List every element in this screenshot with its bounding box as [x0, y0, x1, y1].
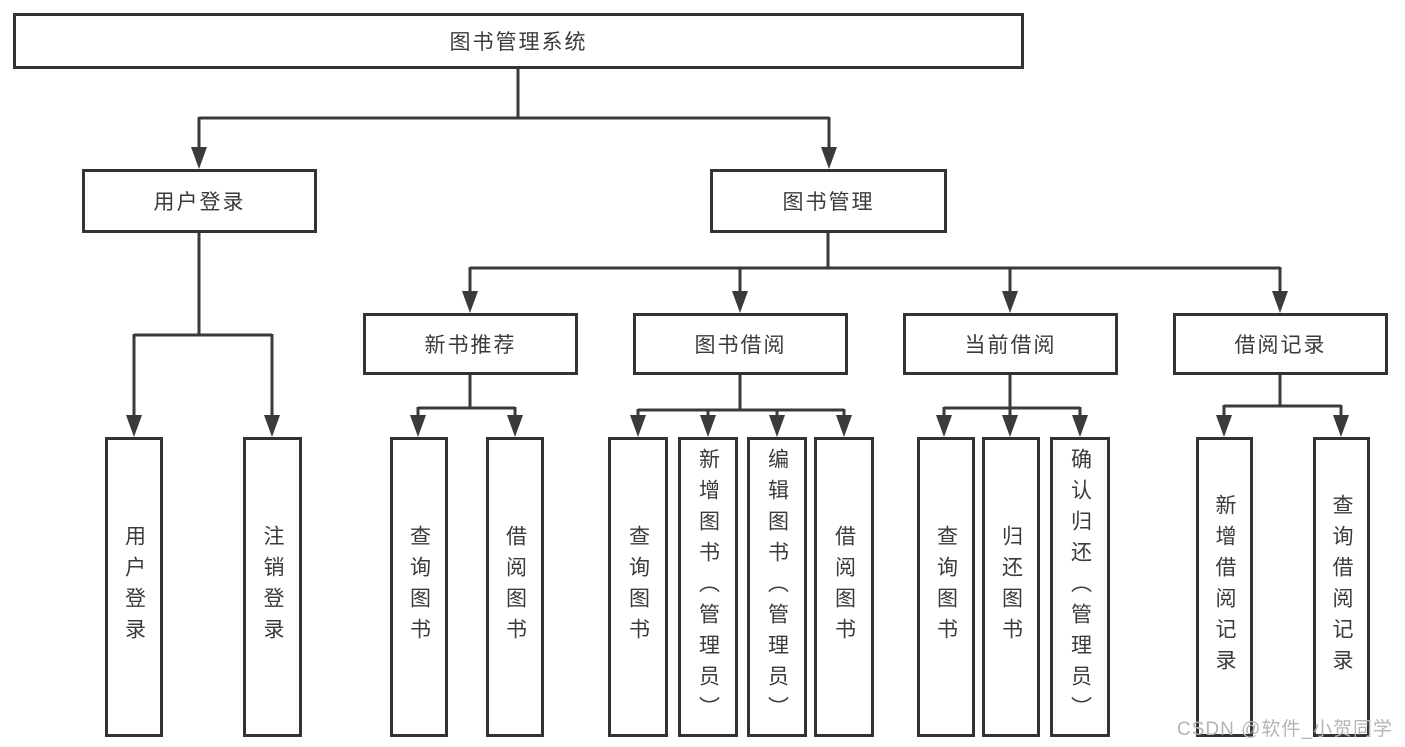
leaf-label: 归还图书 — [999, 525, 1023, 649]
connector-root-to-level2 — [191, 69, 837, 169]
leaf-label: 新增图书（管理员） — [696, 447, 720, 727]
leaf-add-book-admin: 新增图书（管理员） — [678, 437, 738, 737]
connector-borrowing-records-to-leaves — [1216, 375, 1349, 437]
node-borrowing-records: 借阅记录 — [1173, 313, 1388, 375]
connector-new-book-recommendation-to-leaves — [410, 375, 523, 437]
node-label: 当前借阅 — [964, 334, 1057, 357]
leaf-logout: 注销登录 — [243, 437, 302, 737]
leaf-label: 注销登录 — [261, 525, 284, 649]
leaf-label: 用户登录 — [122, 525, 146, 649]
leaf-edit-book-admin: 编辑图书（管理员） — [747, 437, 807, 737]
connector-current-borrowing-to-leaves — [936, 375, 1088, 437]
leaf-label: 借阅图书 — [832, 525, 856, 649]
leaf-user-login: 用户登录 — [105, 437, 163, 737]
node-label: 用户登录 — [153, 191, 246, 214]
leaf-label: 新增借阅记录 — [1213, 494, 1236, 680]
leaf-label: 查询图书 — [407, 525, 431, 649]
leaf-label: 编辑图书（管理员） — [765, 447, 789, 727]
node-label: 图书管理系统 — [449, 31, 588, 54]
leaf-return-book: 归还图书 — [982, 437, 1040, 737]
connector-book-borrowing-to-leaves — [630, 375, 852, 437]
connector-book-management-to-level3 — [462, 233, 1288, 313]
node-book-management: 图书管理 — [710, 169, 947, 233]
leaf-query-books-current: 查询图书 — [917, 437, 975, 737]
leaf-label: 查询图书 — [934, 525, 958, 649]
leaf-query-books-borrowing: 查询图书 — [608, 437, 668, 737]
node-user-login: 用户登录 — [82, 169, 317, 233]
watermark: CSDN @软件_小贺同学 — [1177, 719, 1393, 740]
leaf-query-borrow-record: 查询借阅记录 — [1313, 437, 1370, 737]
leaf-borrow-books-borrowing: 借阅图书 — [814, 437, 874, 737]
node-current-borrowing: 当前借阅 — [903, 313, 1118, 375]
node-label: 借阅记录 — [1234, 334, 1327, 357]
node-label: 新书推荐 — [424, 334, 517, 357]
node-book-borrowing: 图书借阅 — [633, 313, 848, 375]
leaf-borrow-books-recommend: 借阅图书 — [486, 437, 544, 737]
leaf-label: 查询图书 — [626, 525, 650, 649]
leaf-query-books-recommend: 查询图书 — [390, 437, 448, 737]
connector-user-login-to-leaves — [126, 233, 280, 437]
leaf-label: 查询借阅记录 — [1330, 494, 1353, 680]
leaf-label: 借阅图书 — [503, 525, 527, 649]
node-label: 图书借阅 — [694, 334, 787, 357]
node-label: 图书管理 — [782, 191, 875, 214]
leaf-confirm-return-admin: 确认归还（管理员） — [1050, 437, 1110, 737]
node-new-book-recommendation: 新书推荐 — [363, 313, 578, 375]
leaf-add-borrow-record: 新增借阅记录 — [1196, 437, 1253, 737]
leaf-label: 确认归还（管理员） — [1068, 447, 1092, 727]
node-library-management-system: 图书管理系统 — [13, 13, 1024, 69]
